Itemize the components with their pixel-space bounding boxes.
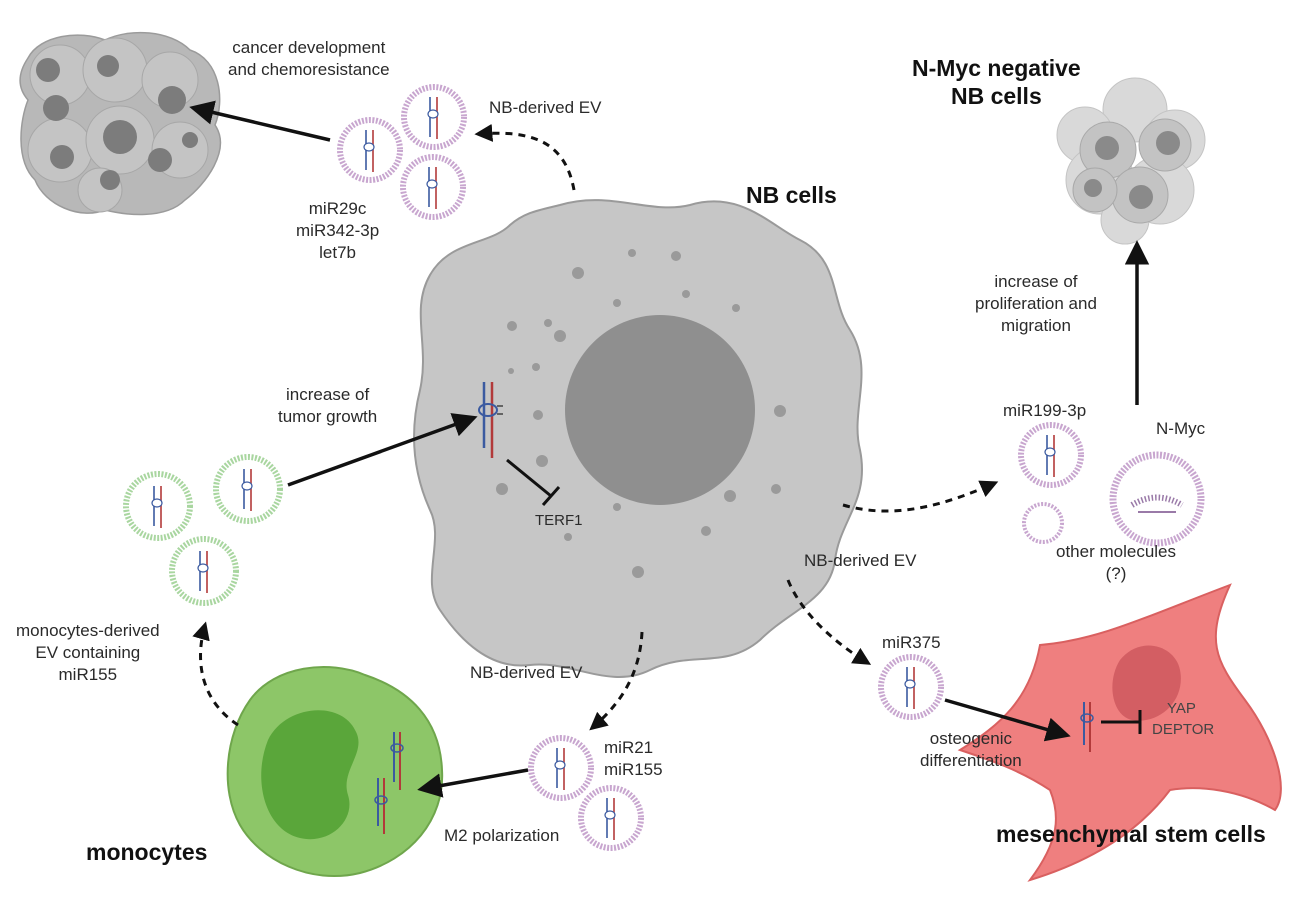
arrow-nb-to-top-ev <box>474 123 576 191</box>
arrows <box>189 100 1150 798</box>
osteogenic-label: osteogenic differentiation <box>920 728 1022 772</box>
ev-group-monocyte-target <box>528 735 644 851</box>
terf1-inhibition-line <box>506 458 552 498</box>
ev-vesicle-green <box>169 536 239 606</box>
nb-nucleus <box>565 315 755 505</box>
nmyc-negative-title-line1: N-Myc negative <box>912 55 1081 81</box>
other-molecules-line2: (?) <box>1105 564 1127 583</box>
msc-nucleus <box>1112 645 1181 721</box>
terf1-inhibition-bar <box>541 486 561 506</box>
tumor-cluster-nmyc-negative <box>1056 77 1206 245</box>
monocyte-nucleus <box>261 710 359 840</box>
nb-granules <box>496 249 786 578</box>
other-molecules-line1: other molecules <box>1056 542 1177 561</box>
nmyc-negative-title-line2: NB cells <box>950 83 1042 109</box>
nb-cells-title: NB cells <box>746 182 837 208</box>
monocyte-cell <box>226 666 444 878</box>
m2-polarization-label: M2 polarization <box>444 826 560 845</box>
osteogenic-line2: differentiation <box>920 751 1022 770</box>
monocytes-title: monocytes <box>86 839 208 865</box>
proliferation-line2: proliferation and <box>975 294 1097 313</box>
arrow-ev-to-top-cluster <box>189 100 331 142</box>
mir21-label: miR21 <box>604 738 654 757</box>
tumor-growth-line2: tumor growth <box>278 407 378 426</box>
nb-intracellular-mirna <box>478 382 503 458</box>
monocytes-ev-line3: miR155 <box>58 665 118 684</box>
nmyc-label: N-Myc <box>1156 419 1206 438</box>
ev-vesicle-green <box>213 454 283 524</box>
ev-vesicle-nmyc <box>1109 451 1205 547</box>
nmyc-negative-title: N-Myc negative NB cells <box>912 54 1081 110</box>
arrow-green-ev-to-nb <box>287 413 478 487</box>
nb-derived-ev-right-label: NB-derived EV <box>804 551 917 570</box>
cancer-development-line1: cancer development <box>232 38 386 57</box>
tumor-growth-line1: increase of <box>286 385 370 404</box>
monocytes-ev-line2: EV containing <box>35 643 141 662</box>
ev-vesicle-empty <box>1022 502 1064 544</box>
ev-group-monocyte-derived <box>123 454 283 606</box>
ev-vesicle-green <box>123 471 193 541</box>
tumor-growth-label: increase of tumor growth <box>278 384 377 428</box>
monocytes-ev-label: monocytes-derived EV containing miR155 <box>16 620 160 686</box>
proliferation-line1: increase of <box>994 272 1078 291</box>
ev-group-right <box>1018 422 1205 547</box>
ev-group-msc <box>878 654 944 720</box>
arrow-nb-to-mir375 <box>786 579 872 665</box>
monocyte-mirna <box>374 732 404 834</box>
ev-vesicle-mir375 <box>878 654 944 720</box>
arrow-monocyte-to-green-ev <box>192 621 239 727</box>
cancer-development-line2: and chemoresistance <box>228 60 390 79</box>
deptor-label: DEPTOR <box>1152 721 1215 738</box>
ev-vesicle <box>400 154 466 220</box>
ev-group-top <box>337 84 467 220</box>
proliferation-line3: migration <box>1001 316 1071 335</box>
mir21-mir155-label: miR21 miR155 <box>604 737 663 781</box>
msc-mirna <box>1080 702 1094 752</box>
other-molecules-label: other molecules (?) <box>1056 541 1176 585</box>
terf1-label: TERF1 <box>535 512 583 529</box>
mir199-label: miR199-3p <box>1003 401 1087 420</box>
cancer-development-label: cancer development and chemoresistance <box>228 37 390 81</box>
nb-derived-ev-bottom-label: NB-derived EV <box>470 663 583 682</box>
nb-cell <box>413 199 863 678</box>
mir29c-label: miR29c <box>308 199 367 218</box>
arrow-mir375-to-msc <box>944 698 1071 742</box>
mir155-label: miR155 <box>604 760 663 779</box>
arrow-bottom-ev-to-monocyte <box>417 768 529 798</box>
ev-vesicle-mir21 <box>528 735 594 801</box>
yap-label: YAP <box>1167 700 1196 717</box>
mir-top-labels: miR29c miR342-3p let7b <box>296 198 379 264</box>
nb-derived-ev-top-label: NB-derived EV <box>489 98 602 117</box>
mir375-label: miR375 <box>882 633 941 652</box>
monocytes-ev-line1: monocytes-derived <box>16 621 160 640</box>
ev-vesicle-mir199 <box>1018 422 1084 488</box>
osteogenic-line1: osteogenic <box>929 729 1012 748</box>
arrow-nb-to-bottom-ev <box>589 631 644 731</box>
tumor-cluster-top-left <box>19 31 222 216</box>
arrow-nb-to-right-ev <box>842 480 999 513</box>
ev-vesicle-mir155 <box>578 785 644 851</box>
ev-vesicle <box>401 84 467 150</box>
mir342-label: miR342-3p <box>296 221 380 240</box>
ev-vesicle <box>337 117 403 183</box>
msc-cell <box>957 583 1282 882</box>
msc-title: mesenchymal stem cells <box>996 821 1266 847</box>
proliferation-label: increase of proliferation and migration <box>975 271 1097 337</box>
let7b-label: let7b <box>319 243 357 262</box>
